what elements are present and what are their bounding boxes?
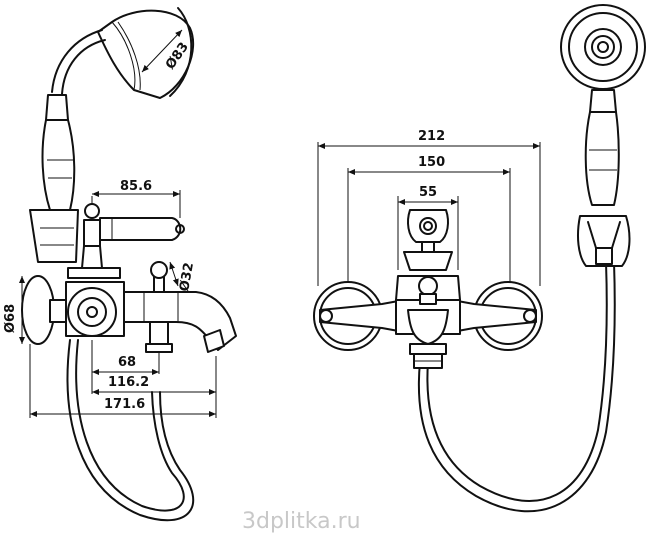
dim-d32: Ø32 — [177, 261, 197, 292]
watermark: 3dplitka.ru — [242, 509, 361, 534]
front-handset — [560, 4, 646, 267]
side-mixer-body: Ø32 — [65, 203, 237, 353]
dim-116-2: 116.2 — [108, 375, 149, 390]
dim-68: 68 — [118, 355, 136, 370]
front-shower-head — [560, 4, 646, 90]
side-lever[interactable] — [99, 217, 182, 241]
side-handset-bracket — [29, 209, 79, 263]
front-right-connector — [451, 281, 543, 351]
front-hose — [426, 261, 608, 502]
front-diverter-knob[interactable] — [418, 276, 438, 296]
front-mixer-body — [395, 275, 461, 369]
front-left-connector — [313, 281, 405, 351]
front-view: 212 150 55 — [313, 4, 646, 513]
side-hose — [66, 339, 195, 522]
front-spout — [407, 309, 449, 345]
dim-85-6: 85.6 — [120, 179, 152, 194]
dim-171-6: 171.6 — [104, 397, 145, 412]
dim-d68: Ø68 — [3, 304, 18, 333]
side-diverter-knob[interactable] — [150, 261, 168, 279]
dim-55: 55 — [419, 185, 437, 200]
dim-212: 212 — [418, 129, 445, 144]
dim-150: 150 — [418, 155, 445, 170]
side-handset: Ø83 — [41, 7, 195, 211]
side-view: Ø83 Ø68 — [3, 7, 237, 522]
